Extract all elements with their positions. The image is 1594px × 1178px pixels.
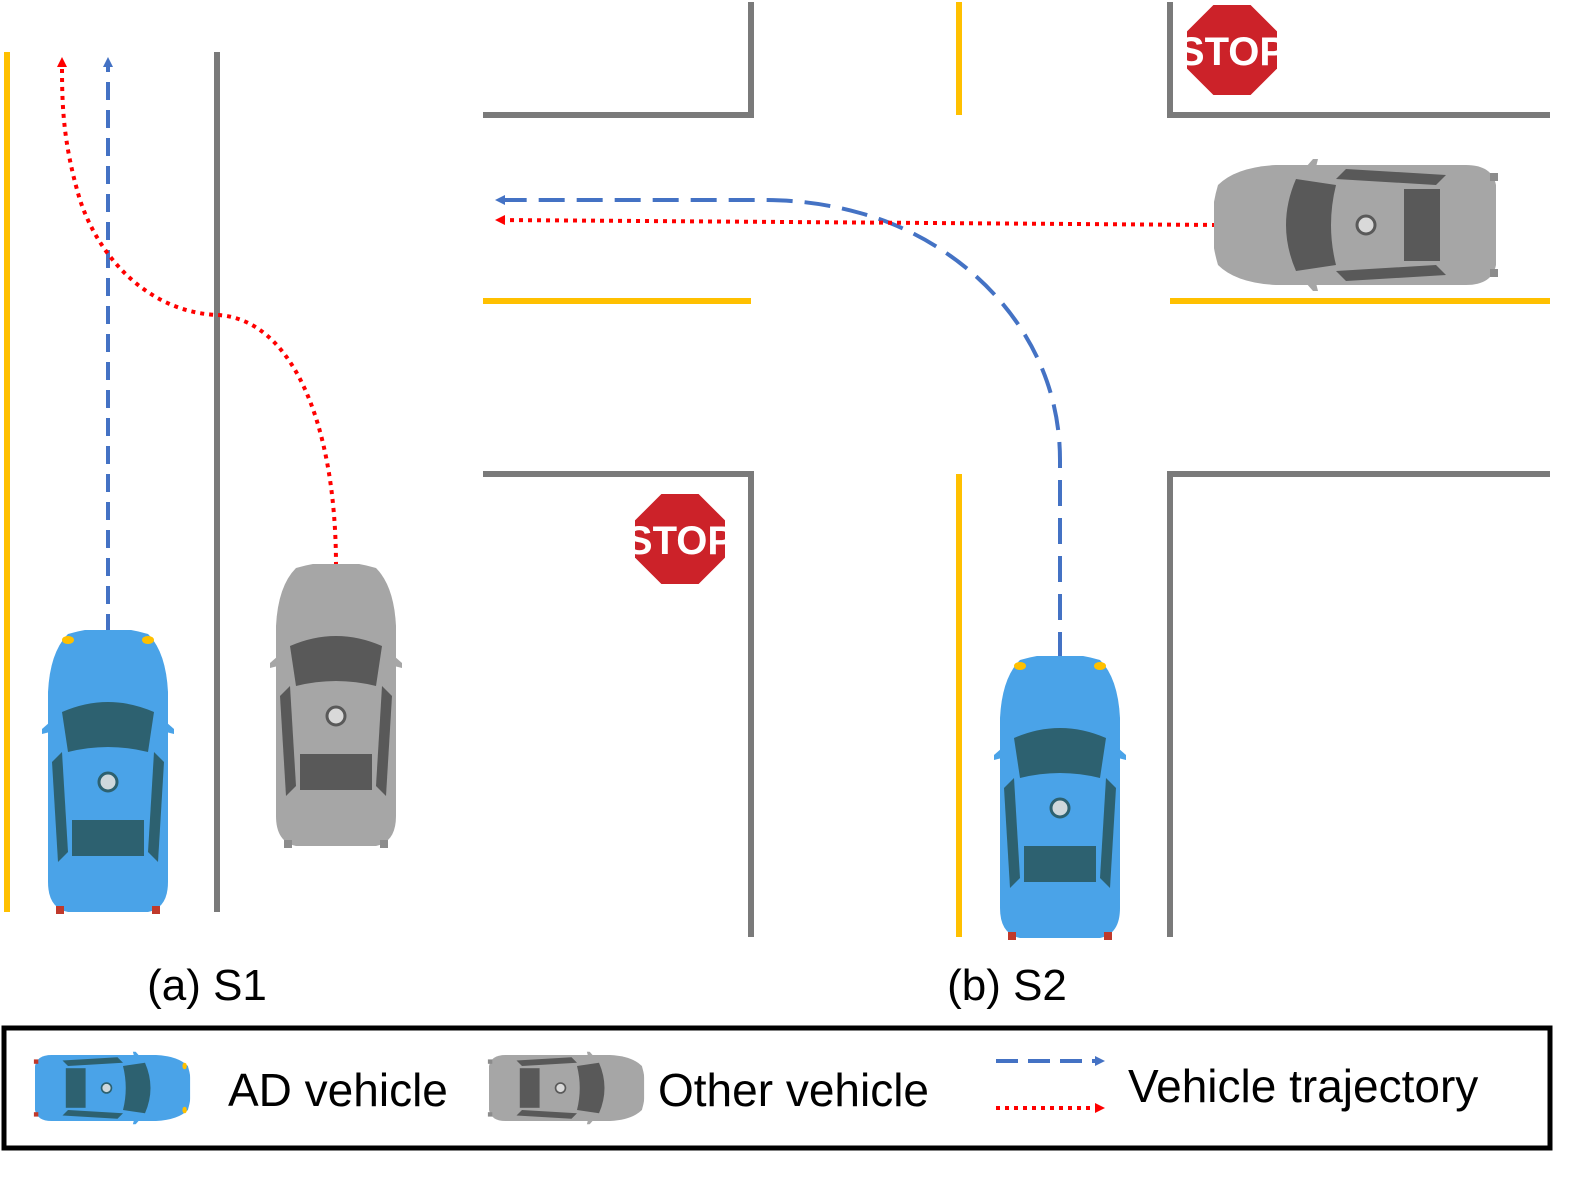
other-vehicle <box>1214 159 1498 291</box>
stop-sign-southwest: STOP <box>626 489 734 589</box>
road-corner-bottom-left <box>483 471 754 937</box>
caption-s1: (a) S1 <box>147 961 267 1010</box>
panel-s1 <box>4 52 402 914</box>
other-vehicle <box>270 564 402 848</box>
legend: AD vehicle Other vehicle Vehicle traject… <box>1 1025 1553 1151</box>
ad-vehicle <box>994 656 1126 940</box>
stop-sign-northeast: STOP <box>1178 0 1286 100</box>
legend-trajectory-label: Vehicle trajectory <box>1128 1060 1478 1112</box>
road-corner-bottom-right <box>1167 471 1550 937</box>
ad-vehicle <box>42 630 174 914</box>
stop-sign-label: STOP <box>626 519 734 563</box>
legend-box <box>1 1025 1553 1151</box>
stop-sign-label: STOP <box>1178 30 1286 74</box>
legend-ad-vehicle-label: AD vehicle <box>228 1064 448 1116</box>
legend-other-vehicle-label: Other vehicle <box>658 1064 929 1116</box>
caption-s2: (b) S2 <box>947 961 1067 1010</box>
ad-vehicle-trajectory <box>495 195 1062 658</box>
legend-ad-vehicle-icon <box>33 1051 191 1125</box>
other-vehicle-trajectory <box>495 215 1217 227</box>
road-corner-top-left <box>483 2 754 118</box>
panel-s2: STOP STOP <box>483 0 1550 940</box>
road-corner-top-right <box>1167 2 1550 118</box>
legend-other-vehicle-icon <box>487 1051 645 1125</box>
other-vehicle-trajectory <box>57 57 338 567</box>
